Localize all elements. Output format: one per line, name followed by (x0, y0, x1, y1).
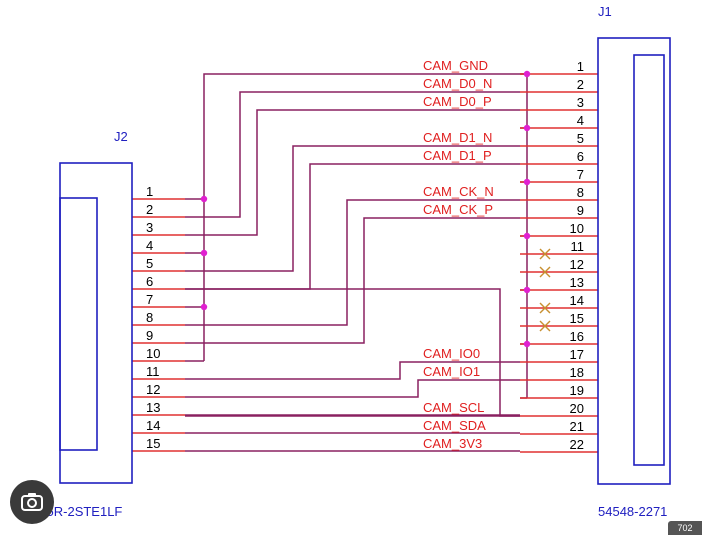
j1-pin-9-number: 9 (577, 203, 584, 218)
net-label-cam-d1-p: CAM_D1_P (423, 148, 492, 163)
wire-cam-scl (185, 414, 520, 417)
j2-pin-12-number: 12 (146, 382, 160, 397)
j1-pin-13-number: 13 (570, 275, 584, 290)
j1-pin-3-number: 3 (577, 95, 584, 110)
net-label-cam-gnd: CAM_GND (423, 58, 488, 73)
j1-pin-4-number: 4 (577, 113, 584, 128)
net-label-cam-d1-n: CAM_D1_N (423, 130, 492, 145)
j2-pin-3-number: 3 (146, 220, 153, 235)
net-label-cam-d0-p: CAM_D0_P (423, 94, 492, 109)
net-label-cam-3v3: CAM_3V3 (423, 436, 482, 451)
net-label-cam-sda: CAM_SDA (423, 418, 486, 433)
j2-pin-7-number: 7 (146, 292, 153, 307)
net-label-cam-ck-n: CAM_CK_N (423, 184, 494, 199)
j2-pin-10-number: 10 (146, 346, 160, 361)
net-label-cam-ck-p: CAM_CK_P (423, 202, 493, 217)
net-label-cam-d0-n: CAM_D0_N (423, 76, 492, 91)
image-size-tag: 702 (668, 521, 702, 535)
j1-junction-13 (523, 286, 531, 294)
j1-pin-12-number: 12 (570, 257, 584, 272)
wire-j1-8-j2-8 (185, 199, 520, 326)
j1-pin-10-number: 10 (570, 221, 584, 236)
j2-junction-7 (200, 303, 208, 311)
j1-pin-2-number: 2 (577, 77, 584, 92)
pins-layer (132, 73, 598, 453)
j2-pin-11-number: 11 (146, 364, 160, 379)
j2-pin-6-number: 6 (146, 274, 153, 289)
gnd-link (203, 73, 527, 199)
j2-body-inner (59, 197, 98, 451)
j1-pin-21-number: 21 (570, 419, 584, 434)
j1-pin-16-number: 16 (570, 329, 584, 344)
j1-pin-7-number: 7 (577, 167, 584, 182)
j1-pin-1-number: 1 (577, 59, 584, 74)
j1-pin-6-number: 6 (577, 149, 584, 164)
no-connect-12-b (539, 266, 551, 278)
j2-pin-2-number: 2 (146, 202, 153, 217)
wire-j1-5-j2-5 (185, 145, 520, 272)
j1-pin-15-number: 15 (570, 311, 584, 326)
wire-j1-2-j2-2 (185, 91, 520, 218)
no-connect-11-b (539, 248, 551, 260)
no-connect-15-b (539, 320, 551, 332)
j1-ref: J1 (598, 4, 612, 19)
j2-junction-1 (200, 195, 208, 203)
no-connect-14-b (539, 302, 551, 314)
j2-pin-14-number: 14 (146, 418, 160, 433)
j1-pin-14-number: 14 (570, 293, 584, 308)
camera-icon (21, 493, 43, 511)
j1-pin-19-number: 19 (570, 383, 584, 398)
net-labels: CAM_GND CAM_D0_N CAM_D0_P CAM_D1_N CAM_D1_P C… (423, 58, 494, 451)
j1-body-inner (633, 54, 665, 466)
markers-layer (200, 70, 551, 348)
j2-junction-4 (200, 249, 208, 257)
j1-junction-16 (523, 340, 531, 348)
google-lens-icon[interactable] (10, 480, 54, 524)
j1-pin-22-number: 22 (570, 437, 584, 452)
j1-junction-7 (523, 178, 531, 186)
wire-cam-io1 (185, 379, 520, 398)
j2-pin-5-number: 5 (146, 256, 153, 271)
j2-body (59, 162, 133, 484)
wire-cam-io0 (185, 361, 520, 380)
j1-junction-4 (523, 124, 531, 132)
j1-body (597, 37, 671, 485)
j2-pin-8-number: 8 (146, 310, 153, 325)
wire-j1-3-j2-3 (185, 109, 520, 236)
net-label-cam-scl: CAM_SCL (423, 400, 484, 415)
j1-pin-20-number: 20 (570, 401, 584, 416)
j2-ref: J2 (114, 129, 128, 144)
net-label-cam-io1: CAM_IO1 (423, 364, 480, 379)
connectors-layer (59, 37, 671, 485)
j1-pin-11-number: 11 (571, 239, 585, 254)
j1-junction-1 (523, 70, 531, 78)
j1-junction-10 (523, 232, 531, 240)
j1-pin-18-number: 18 (570, 365, 584, 380)
j2-pin-1-number: 1 (146, 184, 153, 199)
j2-pin-15-number: 15 (146, 436, 160, 451)
net-label-cam-io0: CAM_IO0 (423, 346, 480, 361)
j1-pin-8-number: 8 (577, 185, 584, 200)
wires-layer (185, 73, 528, 452)
wire-j1-9-j2-9 (185, 217, 520, 344)
j2-pin-13-number: 13 (146, 400, 160, 415)
j2-pin-9-number: 9 (146, 328, 153, 343)
j2-pin-4-number: 4 (146, 238, 153, 253)
j1-pin-17-number: 17 (570, 347, 584, 362)
j1-pin-5-number: 5 (577, 131, 584, 146)
j1-part: 54548-2271 (598, 504, 667, 519)
